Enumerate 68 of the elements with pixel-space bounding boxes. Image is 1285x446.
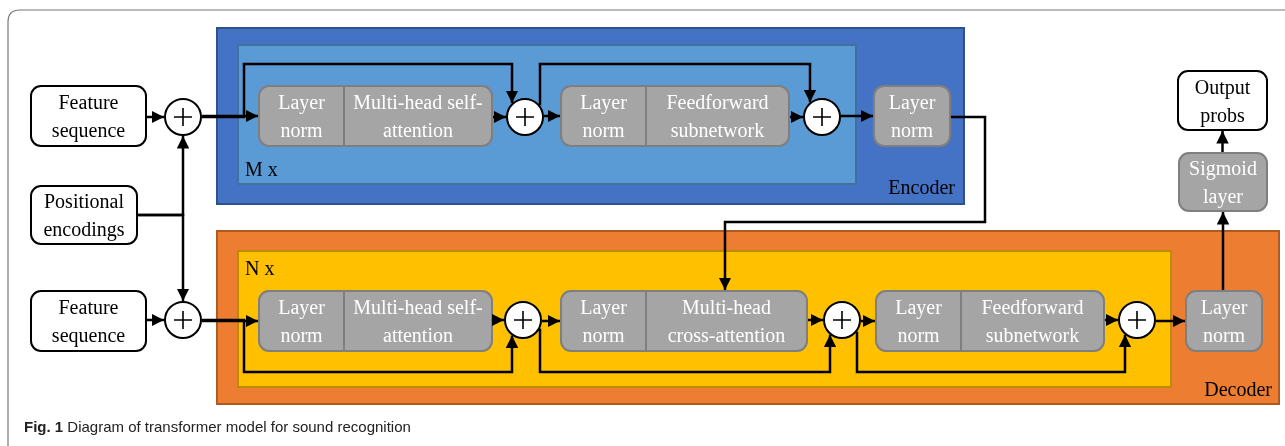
block-label: Multi-head self-attention — [352, 295, 484, 348]
module-panel — [237, 44, 857, 185]
layer-block — [258, 85, 493, 147]
layer-block — [873, 85, 951, 147]
module-panel — [216, 230, 1280, 405]
arrow — [202, 109, 258, 123]
arrow — [790, 110, 803, 124]
layer-block — [560, 85, 790, 147]
block-label: Feedforward subnetwork — [665, 90, 770, 143]
sum-circle — [803, 98, 841, 136]
arrow — [1156, 314, 1185, 328]
layer-block — [560, 290, 808, 352]
box-label: Feature sequence — [50, 295, 127, 349]
block-label: Layer norm — [579, 295, 628, 348]
arrow — [147, 313, 164, 327]
arrow — [718, 115, 987, 290]
layer-block — [1178, 152, 1268, 212]
arrow — [841, 109, 873, 123]
panel-label: N x — [245, 256, 275, 281]
module-panel — [216, 27, 965, 205]
arrow — [1216, 131, 1229, 152]
arrow — [808, 313, 823, 327]
sum-circle — [823, 301, 861, 339]
arrow — [493, 110, 506, 124]
block-label: Layer norm — [894, 295, 943, 348]
block-label: Multi-head self-attention — [352, 90, 484, 143]
io-box — [30, 290, 147, 352]
block-label: Layer norm — [579, 90, 628, 143]
arrow — [202, 62, 519, 119]
arrow — [538, 328, 837, 374]
layer-block — [1185, 290, 1263, 352]
arrow — [861, 314, 875, 328]
sum-circle — [504, 301, 542, 339]
panel-label: Decoder — [1204, 377, 1272, 402]
sum-circle — [1118, 301, 1156, 339]
box-label: Positional encodings — [42, 189, 126, 243]
arrow — [542, 314, 560, 328]
block-label: Layer norm — [277, 295, 326, 348]
block-label: Feedforward subnetwork — [980, 295, 1085, 348]
arrow — [1105, 313, 1118, 327]
arrow — [202, 318, 519, 374]
arrow — [138, 213, 190, 301]
arrow — [855, 331, 1132, 374]
arrow — [202, 314, 258, 328]
arrow — [491, 313, 504, 327]
sum-circle — [164, 98, 202, 136]
box-label: Output probs — [1193, 74, 1252, 129]
block-label: Layer norm — [1199, 295, 1249, 348]
arrow — [1216, 212, 1230, 290]
sum-circle — [164, 301, 202, 339]
block-label: Layer norm — [277, 90, 326, 143]
figure-caption: Fig. 1 Diagram of transformer model for sound recognition — [24, 418, 411, 435]
io-box — [30, 185, 138, 245]
arrow — [147, 110, 164, 124]
io-box — [30, 85, 147, 147]
block-label: Sigmoid layer — [1188, 156, 1258, 210]
arrow — [538, 62, 817, 106]
sum-circle — [506, 98, 544, 136]
box-label: Feature sequence — [50, 90, 127, 144]
panel-label: Encoder — [888, 175, 955, 200]
layer-block — [258, 290, 493, 352]
panel-label: M x — [245, 157, 278, 182]
block-label: Layer norm — [887, 90, 937, 143]
io-box — [1177, 70, 1268, 131]
layer-block — [875, 290, 1105, 352]
block-label: Multi-head cross-attention — [666, 295, 787, 348]
module-panel — [237, 250, 1172, 388]
arrow — [544, 109, 560, 123]
